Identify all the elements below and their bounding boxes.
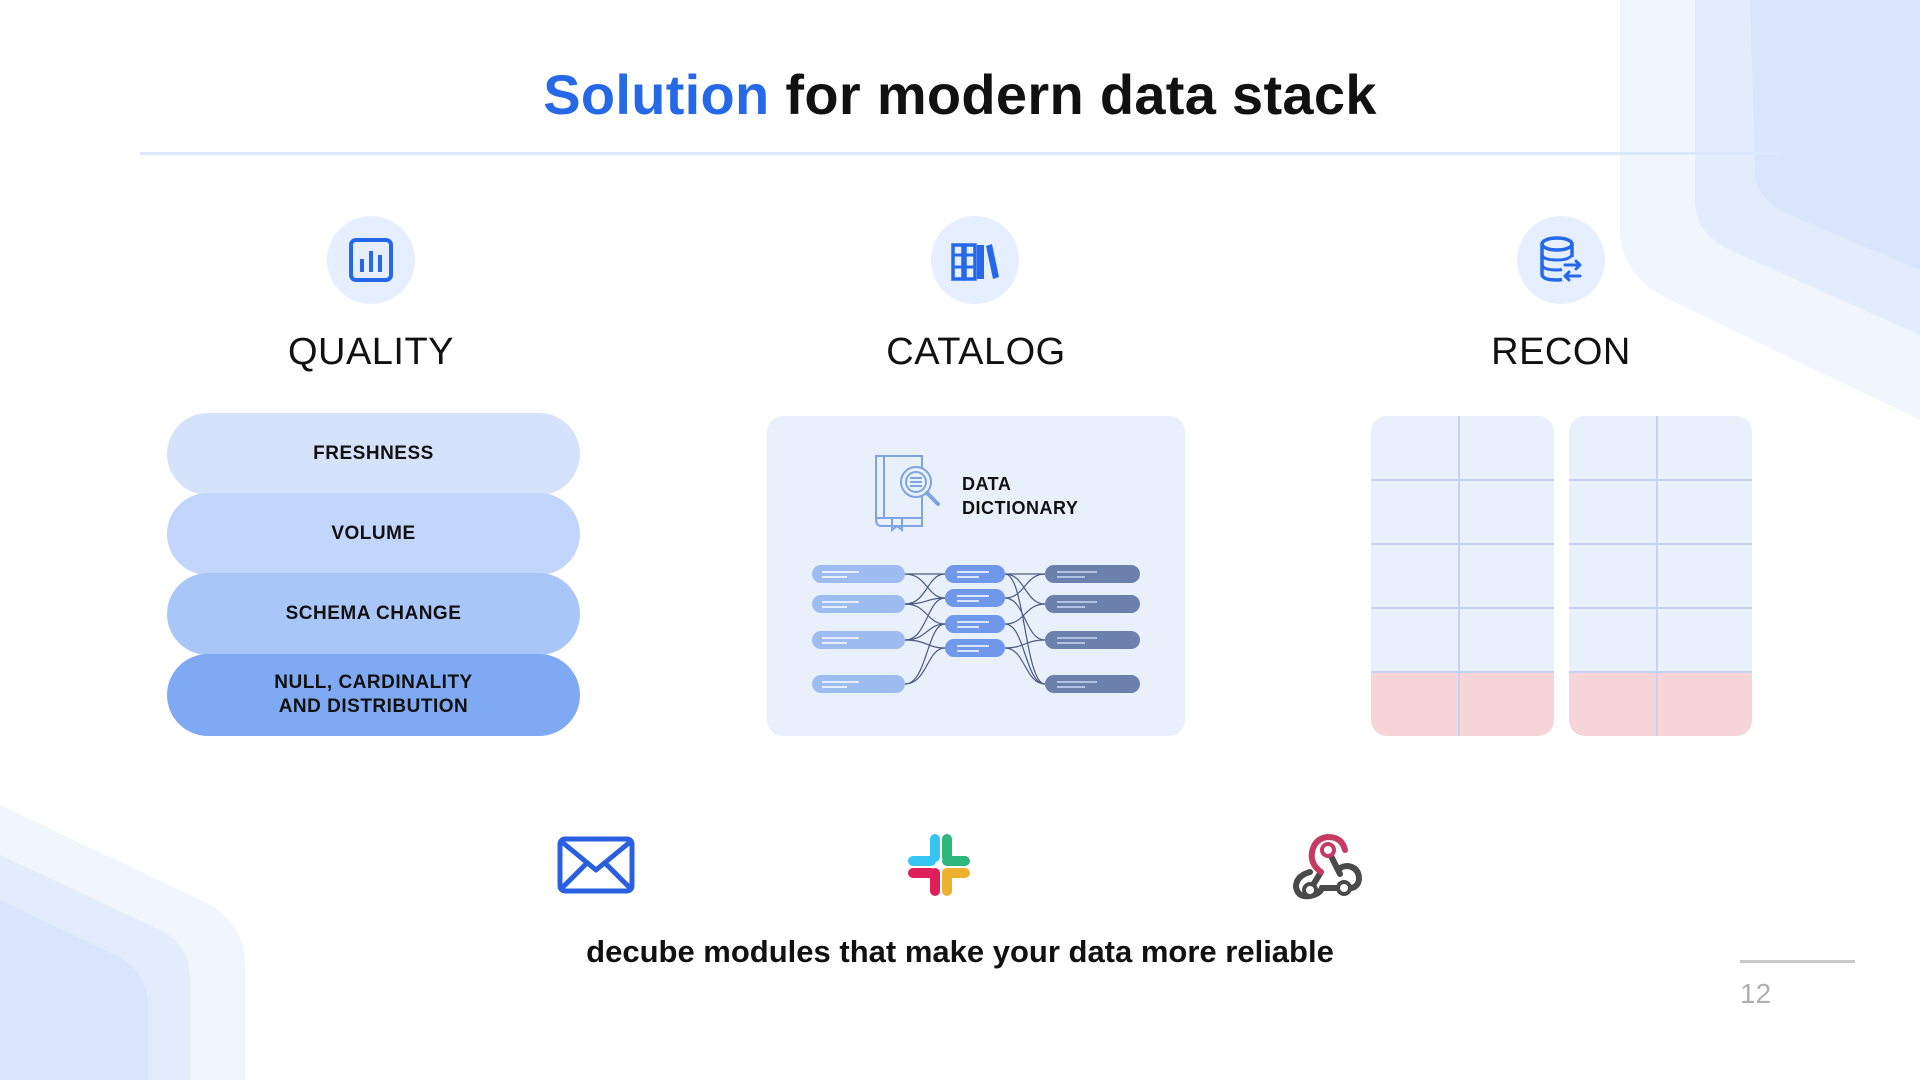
lineage-diagram <box>812 565 1140 693</box>
bar-chart-icon <box>349 238 393 282</box>
catalog-title: CATALOG <box>886 331 1066 373</box>
recon-table-target <box>1569 416 1752 736</box>
recon-table-source <box>1371 416 1554 736</box>
webhook-icon <box>1292 833 1363 900</box>
background-hexagon-bottom-left <box>0 805 245 1080</box>
books-icon <box>951 243 999 281</box>
quality-icon-badge <box>327 216 415 304</box>
database-sync-icon <box>1540 236 1582 282</box>
quality-check-freshness: FRESHNESS <box>167 413 580 495</box>
background-hexagon-top-right <box>1620 0 1920 420</box>
title-divider <box>140 152 1780 155</box>
recon-title: RECON <box>1491 331 1631 373</box>
data-dictionary-label: DATA DICTIONARY <box>962 474 1079 518</box>
quality-check-volume: VOLUME <box>167 493 580 575</box>
recon-icon-badge <box>1517 216 1605 304</box>
slide-tagline: decube modules that make your data more … <box>586 934 1334 969</box>
quality-check-null-cardinality-distribution: NULL, CARDINALITY AND DISTRIBUTION <box>167 654 580 736</box>
quality-check-schema-change: SCHEMA CHANGE <box>167 573 580 655</box>
quality-title: QUALITY <box>287 331 455 373</box>
email-icon <box>557 836 635 894</box>
catalog-icon-badge <box>931 216 1019 304</box>
book-search-icon <box>875 455 940 532</box>
slide-title-rest: for modern data stack <box>769 63 1377 126</box>
page-number: 12 <box>1740 978 1772 1009</box>
slide-title-accent: Solution <box>543 63 770 126</box>
page-number-divider <box>1740 960 1855 963</box>
slack-icon <box>908 834 970 896</box>
slide-title: Solution for modern data stack <box>0 62 1920 127</box>
